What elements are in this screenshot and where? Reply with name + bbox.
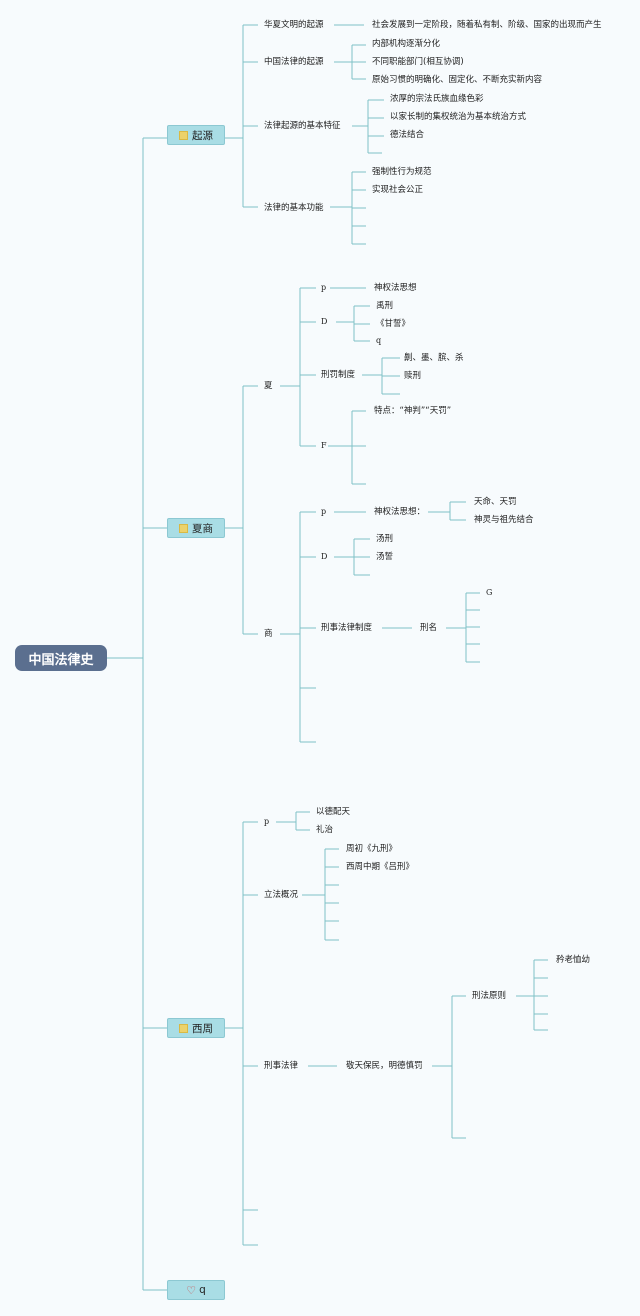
node-tezheng-item[interactable]: 浓厚的宗法氏族血缘色彩 xyxy=(390,94,484,104)
node-lifa-item[interactable]: 周初《九刑》 xyxy=(346,844,398,854)
heart-icon: ♡ xyxy=(186,1283,197,1297)
branch-xiashang-label: 夏商 xyxy=(192,522,213,535)
branch-last[interactable]: ♡q xyxy=(167,1280,225,1300)
node-xizhou-p-item[interactable]: 以德配天 xyxy=(316,807,351,817)
branch-xizhou[interactable]: 西周 xyxy=(167,1018,225,1038)
node-xia-f[interactable]: F xyxy=(321,441,327,450)
node-xia-p[interactable]: p xyxy=(321,283,327,292)
node-gongneng-item[interactable]: 强制性行为规范 xyxy=(372,167,432,177)
node-xizhou-p-item[interactable]: 礼治 xyxy=(316,825,334,835)
node-xia-xingfa[interactable]: 刑罚制度 xyxy=(321,370,356,380)
node-xingshi-mid[interactable]: 敬天保民，明德慎罚 xyxy=(346,1061,423,1071)
branch-xiashang[interactable]: 夏商 xyxy=(167,518,225,538)
node-tezheng-item[interactable]: 以家长制的集权统治为基本统治方式 xyxy=(390,112,527,122)
node-huaxia[interactable]: 华夏文明的起源 xyxy=(264,20,324,30)
node-xia-d-item[interactable]: q xyxy=(376,336,382,345)
node-huaxia-leaf[interactable]: 社会发展到一定阶段，随着私有制、阶级、国家的出现而产生 xyxy=(372,20,602,30)
yellow-square-icon xyxy=(179,523,188,533)
node-gongneng[interactable]: 法律的基本功能 xyxy=(264,203,324,213)
node-zhongguo-item[interactable]: 原始习惯的明确化、固定化、不断充实新内容 xyxy=(372,75,543,85)
node-xia[interactable]: 夏 xyxy=(264,381,273,391)
branch-qiyuan[interactable]: 起源 xyxy=(167,125,225,145)
node-shang[interactable]: 商 xyxy=(264,629,273,639)
node-zhongguo-item[interactable]: 内部机构逐渐分化 xyxy=(372,39,441,49)
node-xia-p-leaf[interactable]: 神权法思想 xyxy=(374,283,417,293)
node-xia-d[interactable]: D xyxy=(321,317,328,326)
root-node[interactable]: 中国法律史 xyxy=(15,645,107,671)
node-shang-p-item[interactable]: 天命、天罚 xyxy=(474,497,517,507)
node-xia-xingfa-item[interactable]: 赎刑 xyxy=(404,371,422,381)
node-shang-p-item[interactable]: 神灵与祖先结合 xyxy=(474,515,534,525)
yellow-square-icon xyxy=(179,130,188,140)
node-xingfa-yuanze-item[interactable]: 矜老恤幼 xyxy=(556,955,591,965)
node-shang-d-item[interactable]: 汤誓 xyxy=(376,552,394,562)
node-shang-xingshi[interactable]: 刑事法律制度 xyxy=(321,623,373,633)
node-xingfa-yuanze[interactable]: 刑法原则 xyxy=(472,991,507,1001)
node-gongneng-item[interactable]: 实现社会公正 xyxy=(372,185,424,195)
node-xizhou-p[interactable]: p xyxy=(264,817,270,826)
node-xia-d-item[interactable]: 禹刑 xyxy=(376,301,394,311)
node-shang-d-item[interactable]: 汤刑 xyxy=(376,534,394,544)
node-shang-p-mid[interactable]: 神权法思想： xyxy=(374,507,426,517)
node-tezheng[interactable]: 法律起源的基本特征 xyxy=(264,121,341,131)
node-xia-f-item[interactable]: 特点：“神判”“天罚” xyxy=(374,406,452,416)
node-xia-d-item[interactable]: 《甘誓》 xyxy=(376,319,411,329)
branch-xizhou-label: 西周 xyxy=(192,1022,213,1035)
node-shang-d[interactable]: D xyxy=(321,552,328,561)
branch-qiyuan-label: 起源 xyxy=(192,129,213,142)
branch-last-label: q xyxy=(199,1284,206,1296)
node-lifa-item[interactable]: 西周中期《吕刑》 xyxy=(346,862,415,872)
node-tezheng-item[interactable]: 德法结合 xyxy=(390,130,425,140)
node-xingshi[interactable]: 刑事法律 xyxy=(264,1061,299,1071)
node-shang-p[interactable]: p xyxy=(321,507,327,516)
node-zhongguo[interactable]: 中国法律的起源 xyxy=(264,57,324,67)
node-zhongguo-item[interactable]: 不同职能部门(相互协调) xyxy=(372,57,464,67)
yellow-square-icon xyxy=(179,1023,188,1033)
node-shang-xingming[interactable]: 刑名 xyxy=(420,623,438,633)
node-shang-xingming-item[interactable]: G xyxy=(486,588,493,597)
node-xia-xingfa-item[interactable]: 劓、墨、膑、杀 xyxy=(404,353,464,363)
node-lifa[interactable]: 立法概况 xyxy=(264,890,299,900)
